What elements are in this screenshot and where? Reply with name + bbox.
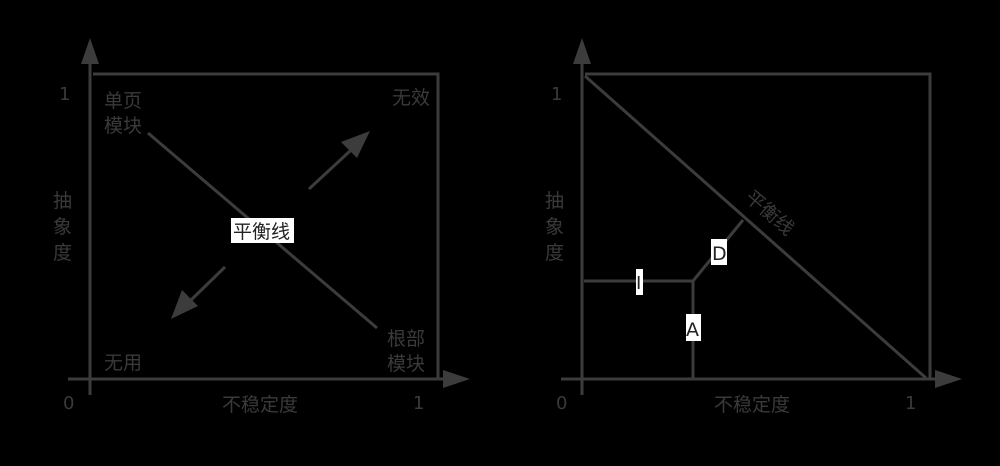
y-axis-label-char-2: 象 [53, 216, 72, 238]
x-max-label: 1 [413, 393, 424, 414]
y-axis-label-char-1: 抽 [53, 190, 72, 212]
corner-bottom-right-line-2: 模块 [387, 353, 425, 375]
arrow-up-right-shaft [307, 149, 352, 191]
origin-label: 0 [556, 393, 567, 414]
x-axis-label: 不稳定度 [714, 394, 790, 416]
balance-line [584, 74, 927, 380]
right-diagram: 1 0 1 不稳定度 抽 象 度 平衡线 D I A [545, 38, 962, 416]
arrow-down-left-shaft [188, 265, 227, 303]
y-axis-label-char-2: 象 [545, 216, 564, 238]
corner-bottom-right-line-1: 根部 [387, 328, 425, 350]
y-axis-arrow-icon [573, 38, 591, 64]
label-i-box [636, 269, 643, 295]
x-max-label: 1 [905, 393, 916, 414]
y-axis-arrow-icon [81, 38, 99, 64]
corner-bottom-left: 无用 [104, 352, 142, 374]
arrow-down-left-icon [171, 290, 198, 319]
label-d-box [711, 239, 727, 265]
y-axis-label-char-1: 抽 [545, 190, 564, 212]
balance-line-label: 平衡线 [741, 186, 798, 240]
y-axis-label-char-3: 度 [545, 242, 564, 264]
arrow-up-right-icon [341, 131, 370, 158]
label-d: D [712, 243, 727, 265]
x-axis-arrow-icon [935, 370, 962, 388]
label-a: A [686, 319, 699, 341]
corner-top-right: 无效 [392, 87, 430, 109]
label-a-box [686, 314, 701, 341]
balance-line-label-box [231, 218, 294, 243]
x-axis-label: 不稳定度 [222, 394, 298, 416]
y-axis-label-char-3: 度 [53, 242, 72, 264]
corner-top-left-line-1: 单页 [104, 90, 142, 112]
left-diagram: 1 0 1 不稳定度 抽 象 度 单页 模块 无效 无用 根部 模块 平衡线 [53, 38, 470, 416]
y-max-label: 1 [59, 84, 70, 105]
unit-square-frame [93, 72, 440, 379]
unit-square-frame [585, 72, 932, 379]
corner-top-left-line-2: 模块 [104, 115, 142, 137]
y-max-label: 1 [551, 84, 562, 105]
label-i: I [636, 273, 641, 294]
origin-label: 0 [63, 393, 74, 414]
balance-line-label: 平衡线 [233, 221, 290, 243]
x-axis-arrow-icon [443, 370, 470, 388]
